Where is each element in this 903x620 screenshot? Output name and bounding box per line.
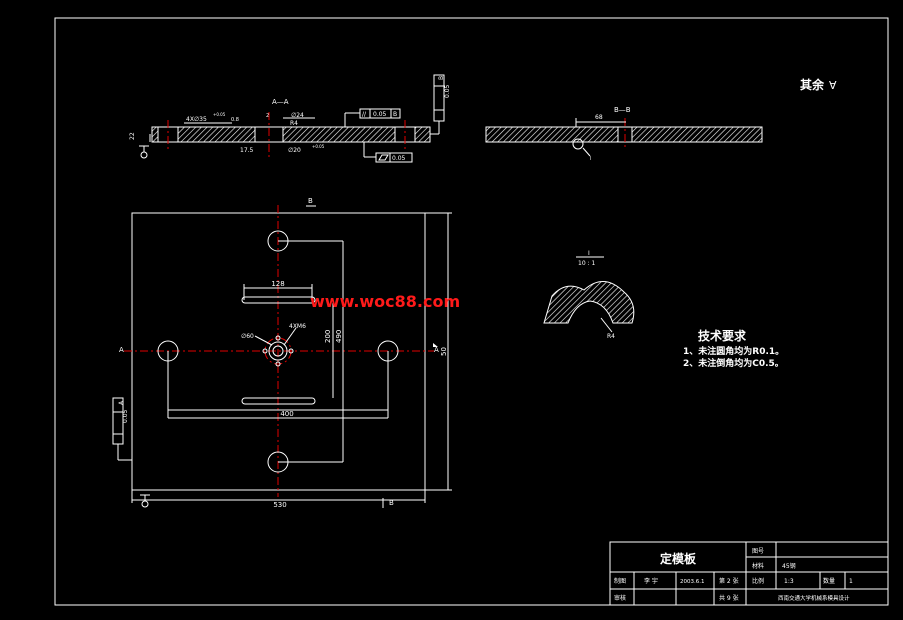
dim-60: ∅60 [241, 333, 254, 340]
guide-hole-left [157, 340, 179, 362]
parallel-tolerance-frame: // 0.05 B [344, 108, 401, 127]
qty-value: 1 [849, 578, 853, 585]
detail-scale: 10 : 1 [578, 260, 595, 267]
guide-hole-bottom [267, 451, 289, 473]
tech-title: 技术要求 [698, 328, 747, 343]
datum-a-symbol [139, 145, 149, 159]
dim-24: ∅24 [291, 112, 304, 119]
dim-50: 50 [440, 347, 448, 356]
date: 2003.6.1 [680, 579, 705, 585]
dim-400: 400 [280, 410, 293, 418]
detail-i-label: I [588, 250, 590, 257]
qty-label: 数量 [823, 577, 835, 585]
scale-label: 比例 [752, 577, 764, 585]
dim-200: 200 [324, 330, 332, 343]
watermark: www.woc88.com [310, 292, 460, 311]
section-aa-label: A—A [272, 98, 289, 106]
svg-text:∀: ∀ [829, 79, 837, 92]
flatness-tolerance-frame: 0.05 [363, 142, 413, 163]
bolt-circle [264, 337, 292, 365]
vertical-tolerance-frame: 0.05 B [430, 74, 451, 135]
sprue-hole-inner [272, 345, 284, 357]
left-box-a: A [118, 400, 125, 405]
checker-label: 审核 [614, 594, 626, 602]
dim-20: ∅20 [288, 147, 301, 154]
designer-label: 制图 [614, 577, 626, 585]
section-marker-b-bottom: B [389, 499, 394, 507]
dim-68: 68 [595, 114, 603, 121]
dim-holes-tol: +0.05 [213, 112, 226, 117]
guide-hole-top [267, 230, 289, 252]
flat-005-vert: 0.05 [444, 84, 451, 98]
section-bb-label: B—B [614, 106, 631, 114]
drawing-no-label: 图号 [752, 548, 764, 555]
designer-name: 李 宇 [644, 577, 658, 585]
scale-value: 1:3 [784, 578, 794, 585]
part-name: 定模板 [660, 551, 697, 566]
dim-08: 0.8 [231, 117, 239, 123]
svg-text://: // [362, 111, 367, 118]
drawing-frame [54, 17, 889, 606]
tol-005-value: 0.05 [373, 111, 387, 118]
dim-holes: 4X∅35 [186, 116, 207, 123]
tech-item-1: 1、未注圆角均为R0.1。 [683, 345, 784, 357]
datum-symbol-bottom [140, 494, 150, 508]
flat-005-value: 0.05 [392, 155, 406, 162]
sheet-label: 第 2 张 [719, 577, 739, 585]
dim-4m6: 4XM6 [289, 323, 306, 330]
section-aa-view: A—A 4X∅35 +0.05 0.8 2 R4 ∅24 17.5 ∅20 +0… [129, 74, 451, 163]
material-label: 材料 [752, 562, 764, 570]
plan-view: 128 4XM6 ∅60 200 490 400 530 50 A A B B [112, 197, 452, 509]
guide-hole-right [377, 340, 399, 362]
runner-slot-bottom [241, 397, 316, 405]
tol-005-datum: B [393, 111, 397, 118]
dim-175: 17.5 [240, 147, 254, 154]
tech-requirements: 技术要求 1、未注圆角均为R0.1。 2、未注倒角均为C0.5。 [683, 328, 784, 369]
dim-490: 490 [335, 330, 343, 343]
dim-20-tol: +0.05 [312, 144, 325, 149]
detail-i-marker: I [590, 156, 591, 162]
detail-r4: R4 [607, 333, 615, 340]
roughness-rest: 其余 [800, 77, 825, 92]
section-bb-view: B—B 68 I 其余 ∀ [485, 77, 837, 162]
school: 西南交通大学机械系模具设计 [778, 594, 850, 602]
tech-item-2: 2、未注倒角均为C0.5。 [683, 357, 784, 369]
sprue-hole-outer [268, 341, 288, 361]
total-label: 共 9 张 [719, 594, 739, 602]
material-value: 45钢 [782, 562, 796, 570]
dim-530: 530 [273, 501, 286, 509]
flat-005-vert-b: B [438, 76, 445, 80]
section-marker-a-left: A [119, 346, 124, 354]
dim-22: 22 [129, 132, 136, 140]
dim-128: 128 [271, 280, 284, 288]
runner-slot-top [241, 296, 316, 304]
section-marker-a-right: A [434, 346, 439, 354]
dim-2: 2 [266, 113, 269, 119]
dim-r4-top: R4 [290, 120, 298, 127]
section-marker-b-top: B [308, 197, 313, 205]
detail-i-view: I 10 : 1 R4 [543, 250, 635, 340]
left-tolerance-frame: 0.05 A [112, 397, 132, 461]
title-block: 定模板 图号 材料 45钢 制图 李 宇 2003.6.1 第 2 张 比例 1… [609, 541, 889, 606]
left-box-005: 0.05 [122, 409, 129, 423]
